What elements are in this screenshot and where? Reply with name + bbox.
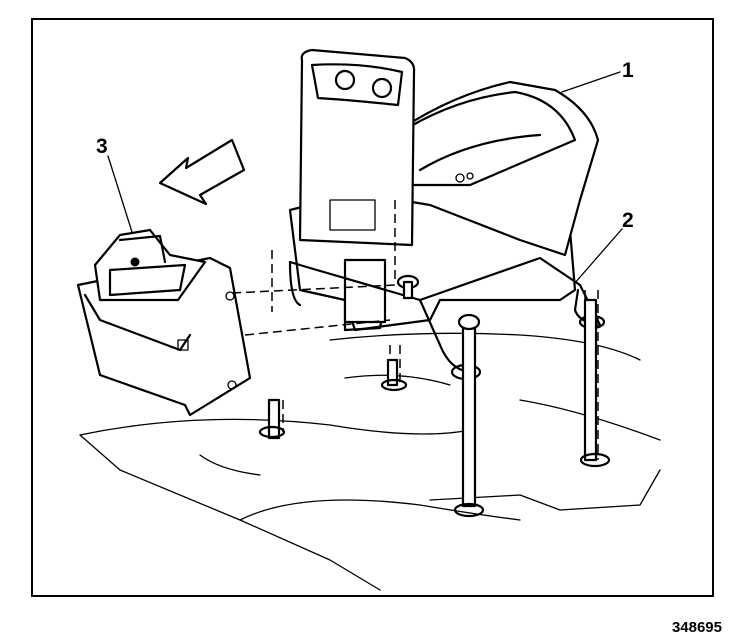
callout-label-1: 1 [622, 59, 634, 82]
floor-carpet [79, 332, 661, 591]
fasteners [231, 200, 611, 518]
callout-label-2: 2 [622, 209, 634, 232]
cup-holder-insert [298, 48, 416, 247]
callout-label-3: 3 [96, 135, 108, 158]
figure-number: 348695 [671, 619, 722, 636]
callout-leaders [107, 71, 623, 285]
rear-panel [76, 228, 252, 417]
removal-arrow [158, 138, 246, 206]
